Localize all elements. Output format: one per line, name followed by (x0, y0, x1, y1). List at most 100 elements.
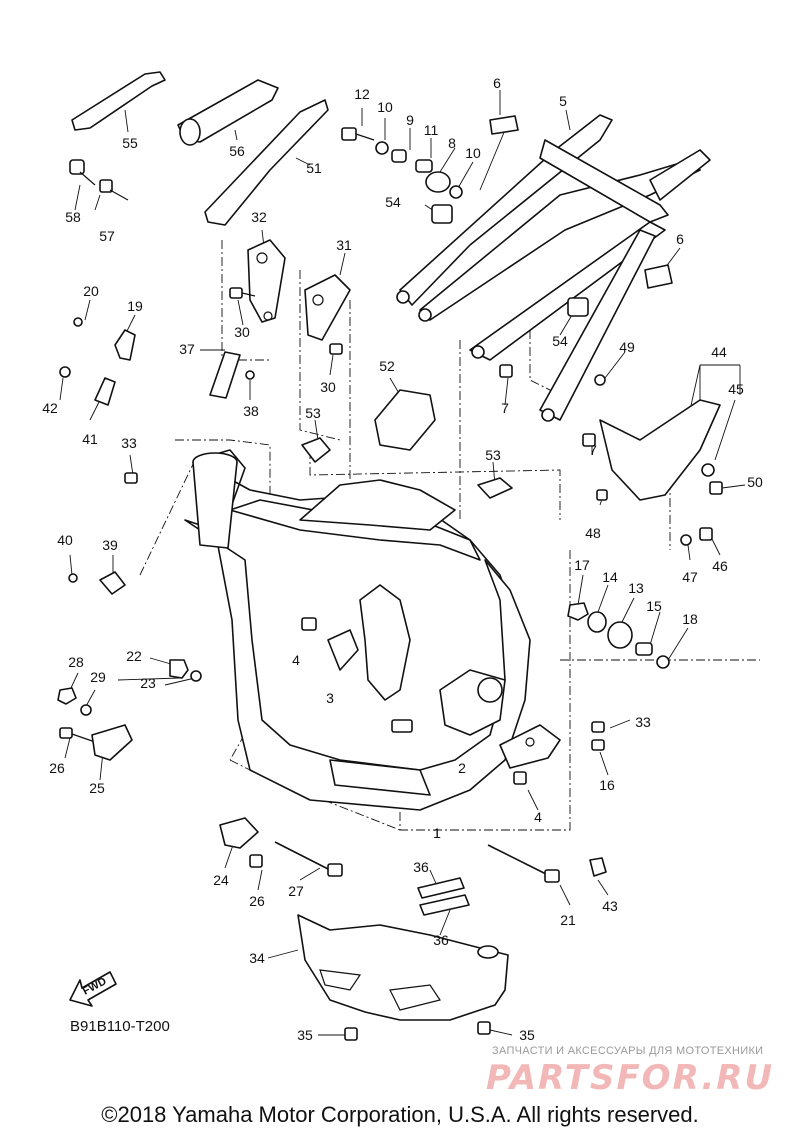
nut-28 (57, 687, 77, 705)
callout-7: 7 (501, 400, 509, 416)
bolt-16 (591, 739, 605, 751)
bushing-8 (425, 171, 451, 193)
bolt-26a (59, 727, 96, 743)
callout-35: 35 (297, 1027, 313, 1043)
collar-11 (415, 159, 433, 173)
rear-subframe (396, 114, 711, 422)
clip-43 (589, 857, 607, 877)
callout-22: 22 (126, 648, 142, 664)
callout-14: 14 (602, 569, 618, 585)
clip-53b (477, 477, 513, 499)
callout-38: 38 (243, 403, 259, 419)
bracket-2 (499, 724, 561, 769)
callout-16: 16 (599, 777, 615, 793)
bolt-33a (124, 472, 138, 484)
bracket-44 (599, 399, 721, 501)
callout-33: 33 (121, 435, 137, 451)
screw-42 (59, 366, 71, 378)
bracket-32 (247, 239, 286, 323)
clip-53 (301, 437, 331, 463)
callout-5: 5 (559, 93, 567, 109)
callout-12: 12 (354, 86, 370, 102)
guard-52 (374, 389, 436, 451)
bracket-39 (99, 571, 126, 595)
callout-50: 50 (747, 474, 763, 490)
callout-4: 4 (534, 809, 542, 825)
callout-33: 33 (635, 714, 651, 730)
screw-38 (245, 370, 255, 380)
pad-36a (417, 877, 465, 899)
callout-52: 52 (379, 358, 395, 374)
bolt-4a (301, 617, 317, 631)
callout-45: 45 (728, 381, 744, 397)
washer-18 (656, 655, 670, 669)
screw-40 (68, 573, 78, 583)
callout-9: 9 (406, 112, 414, 128)
callout-54: 54 (385, 194, 401, 210)
callout-3: 3 (326, 690, 334, 706)
callout-30: 30 (234, 324, 250, 340)
bolt-7a (499, 364, 513, 378)
pad-36b (419, 894, 470, 916)
callout-54: 54 (552, 333, 568, 349)
callout-40: 40 (57, 532, 73, 548)
clip-54b (567, 297, 589, 317)
bracket-25 (91, 724, 133, 761)
nut-22 (169, 659, 189, 679)
bolt-30b (329, 343, 343, 355)
bolt-26b (249, 854, 263, 868)
callout-43: 43 (602, 898, 618, 914)
screw-49 (594, 374, 606, 386)
socket-tool (177, 79, 279, 146)
bolt-30a (229, 287, 256, 299)
callout-15: 15 (646, 598, 662, 614)
bracket-3 (327, 629, 359, 671)
label-6b (644, 264, 673, 289)
washer-47 (680, 534, 692, 546)
nut-48 (596, 489, 608, 501)
collar-14 (587, 611, 607, 633)
callout-24: 24 (213, 872, 229, 888)
diagram-code: B91B110-T200 (70, 1018, 170, 1035)
callout-53: 53 (305, 405, 321, 421)
bolt-35b (477, 1021, 491, 1035)
washer-10b (449, 185, 463, 199)
callout-36: 36 (433, 932, 449, 948)
grommet-45 (701, 463, 715, 477)
bolt-12 (341, 127, 375, 141)
bolt-21 (487, 844, 560, 883)
callout-26: 26 (249, 893, 265, 909)
callout-44: 44 (711, 344, 727, 360)
rivet-20 (73, 317, 83, 327)
callout-42: 42 (42, 400, 58, 416)
callout-32: 32 (251, 209, 267, 225)
callout-13: 13 (628, 580, 644, 596)
callout-11: 11 (424, 122, 439, 138)
callout-2: 2 (458, 760, 466, 776)
callout-7: 7 (589, 442, 597, 458)
callout-20: 20 (83, 283, 99, 299)
callout-1: 1 (433, 825, 441, 841)
skid-plate-34 (297, 914, 509, 1021)
callout-26: 26 (49, 760, 65, 776)
bolt-58 (69, 159, 96, 186)
nut-17 (567, 602, 589, 621)
callout-46: 46 (712, 558, 728, 574)
bolt-7b (582, 433, 596, 447)
callout-28: 28 (68, 654, 84, 670)
fwd-arrow-icon: FWD (69, 971, 117, 1007)
callout-4: 4 (292, 652, 300, 668)
callout-23: 23 (140, 675, 156, 691)
cable-guide-41 (94, 377, 116, 406)
callout-36: 36 (413, 859, 429, 875)
bolt-50 (709, 481, 723, 495)
callout-47: 47 (682, 569, 698, 585)
guide-19 (114, 329, 136, 361)
callout-18: 18 (682, 611, 698, 627)
bolt-35a (344, 1027, 358, 1041)
callout-37: 37 (179, 341, 195, 357)
callout-31: 31 (336, 237, 352, 253)
label-6 (489, 115, 519, 135)
washer-10 (375, 141, 389, 155)
